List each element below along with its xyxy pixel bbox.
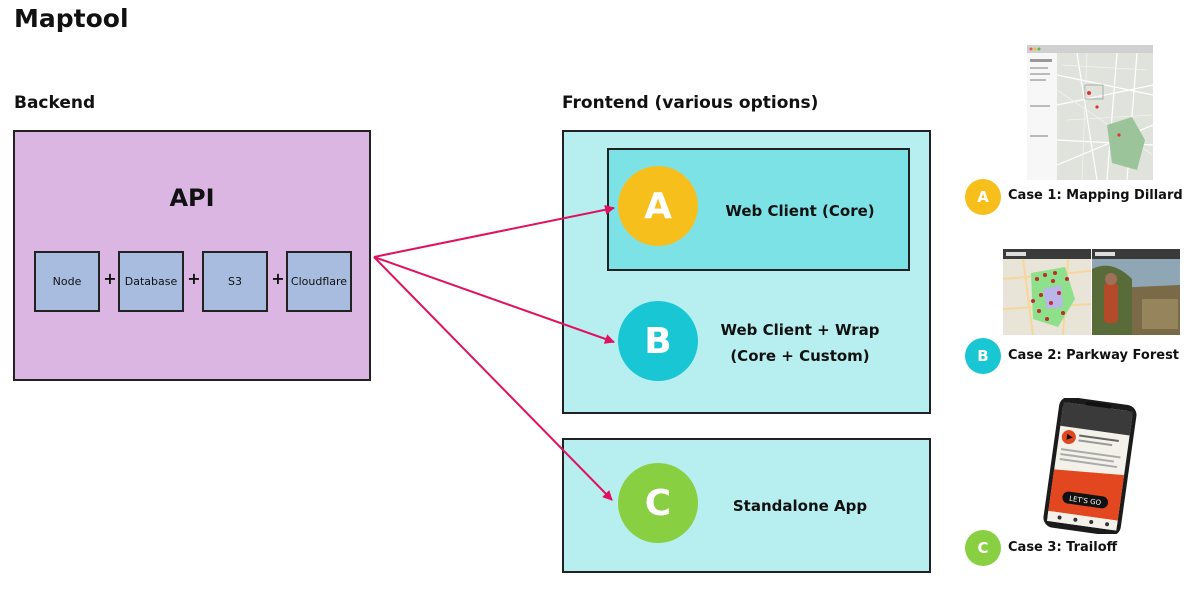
arrow-to-b (373, 256, 615, 344)
option-a-badge: A (618, 166, 698, 246)
case-2-map-screenshot (1002, 249, 1092, 336)
backend-box: API Node + Database + S3 + Cloudflare (13, 130, 371, 381)
case-1-screenshot (1026, 44, 1154, 181)
case-3-phone-screenshot: LET'S GO (1029, 396, 1147, 536)
case-2-badge: B (965, 338, 1001, 374)
api-label: API (169, 184, 215, 212)
backend-heading: Backend (14, 93, 96, 113)
option-b-label-line1: Web Client + Wrap (720, 321, 880, 339)
cloudflare-component: Cloudflare (286, 251, 352, 312)
case-2-label: Case 2: Parkway Forest (1008, 348, 1180, 363)
option-b-label: Web Client + Wrap (Core + Custom) (700, 317, 900, 369)
option-b-badge: B (618, 301, 698, 381)
option-c-label: Standalone App (732, 497, 868, 515)
option-a-label: Web Client (Core) (725, 202, 875, 220)
node-component: Node (34, 251, 100, 312)
plus-sign: + (271, 269, 285, 288)
s3-component: S3 (202, 251, 268, 312)
case-3-badge: C (965, 530, 1001, 566)
page-title: Maptool (14, 4, 129, 33)
database-component: Database (118, 251, 184, 312)
arrow-to-a (373, 204, 615, 258)
case-1-label: Case 1: Mapping Dillard (1008, 188, 1183, 203)
case-1-badge: A (965, 179, 1001, 215)
frontend-heading: Frontend (various options) (562, 93, 819, 113)
arrow-to-c (373, 256, 613, 501)
case-3-label: Case 3: Trailoff (1008, 540, 1118, 555)
plus-sign: + (187, 269, 201, 288)
option-b-label-line2: (Core + Custom) (730, 347, 870, 365)
plus-sign: + (103, 269, 117, 288)
option-c-badge: C (618, 463, 698, 543)
case-2-photo-screenshot (1092, 249, 1180, 335)
